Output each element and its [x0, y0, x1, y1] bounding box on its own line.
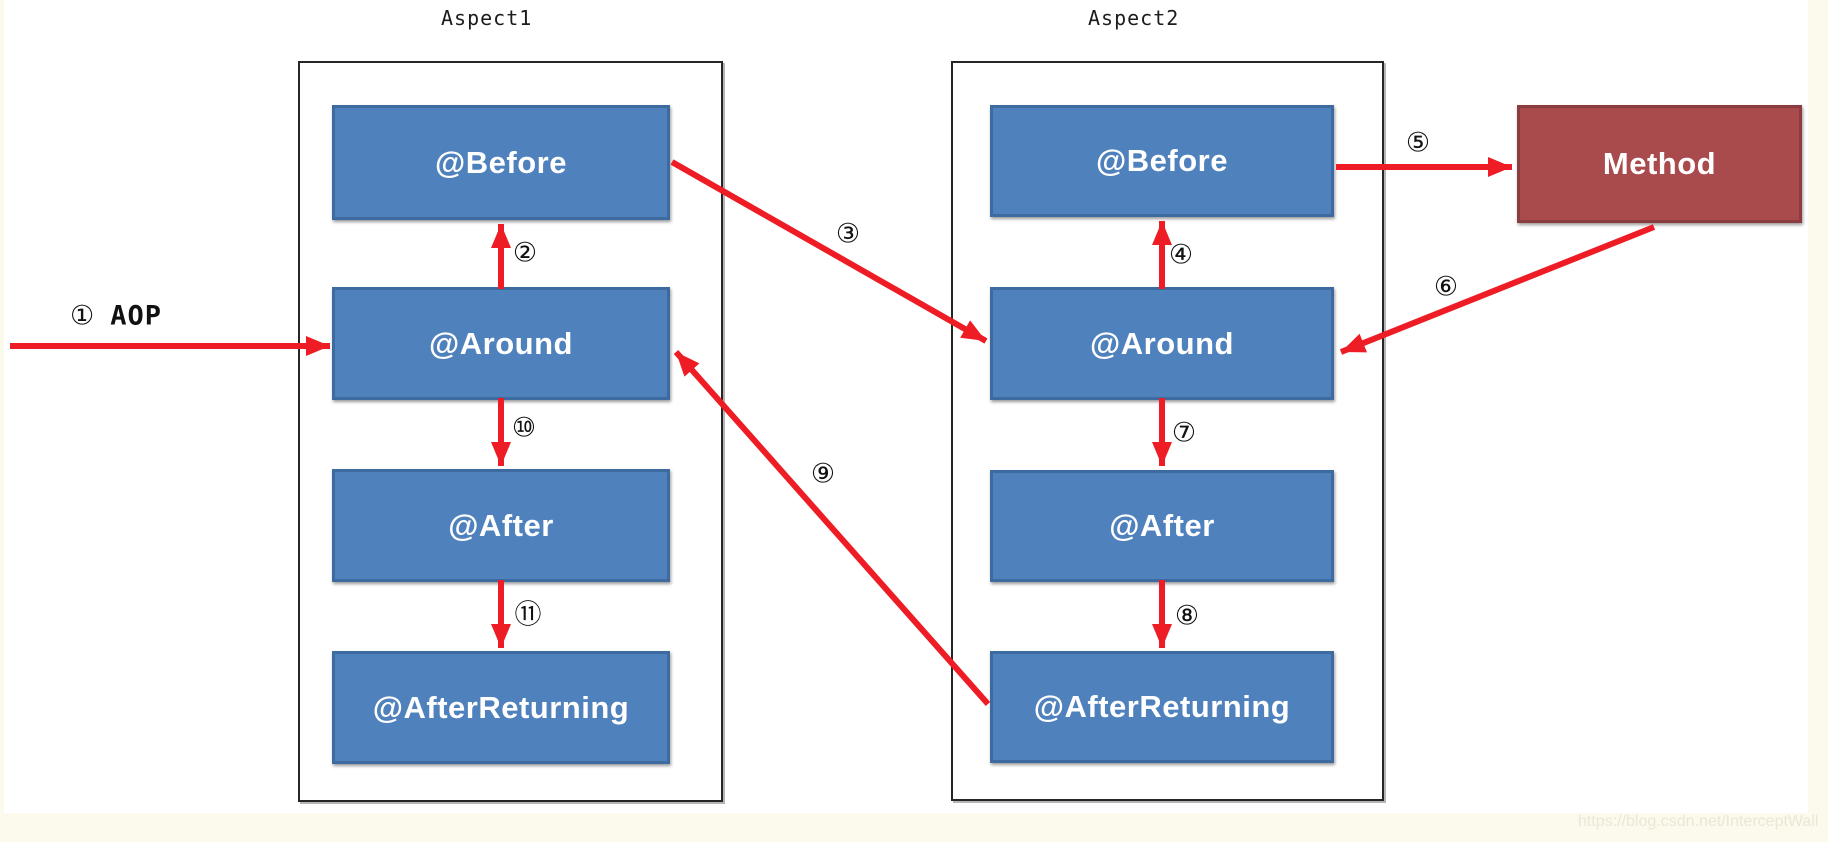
step-number-7: ⑦	[1171, 417, 1197, 449]
box-aspect2-afterreturning: @AfterReturning	[990, 651, 1334, 763]
step-number-3: ③	[835, 218, 861, 250]
step-number-11: ⑪	[514, 599, 542, 631]
step-number-9: ⑨	[810, 458, 836, 490]
box-aspect1-afterreturning: @AfterReturning	[332, 651, 670, 764]
step-1-aop-text: AOP	[110, 300, 162, 332]
box-aspect1-after: @After	[332, 469, 670, 582]
watermark-url: https://blog.csdn.net/InterceptWall	[1578, 813, 1819, 830]
aspect2-title: Aspect2	[1088, 6, 1180, 30]
aspect1-title: Aspect1	[441, 6, 533, 30]
step-number-8: ⑧	[1174, 600, 1200, 632]
box-aspect2-around: @Around	[990, 287, 1334, 400]
step-number-10: ⑩	[511, 412, 537, 444]
step-number-6: ⑥	[1433, 271, 1459, 303]
step-number-5: ⑤	[1405, 127, 1431, 159]
step-number-2: ②	[512, 237, 538, 269]
box-method: Method	[1517, 105, 1802, 223]
box-aspect1-around: @Around	[332, 287, 670, 400]
box-aspect1-before: @Before	[332, 105, 670, 220]
step-number-4: ④	[1168, 239, 1194, 271]
step-number-1: ①	[70, 300, 95, 332]
box-aspect2-before: @Before	[990, 105, 1334, 217]
step-label-1: ① AOP	[70, 303, 162, 330]
box-aspect2-after: @After	[990, 470, 1334, 582]
